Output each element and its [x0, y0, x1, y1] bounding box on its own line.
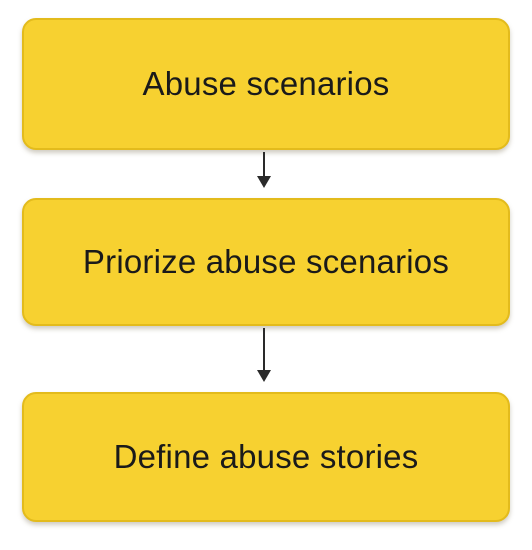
- step-box-abuse-scenarios: Abuse scenarios: [22, 18, 510, 150]
- arrow-line: [263, 328, 265, 372]
- arrow-down-icon: [257, 328, 271, 384]
- step-label: Define abuse stories: [113, 438, 419, 475]
- arrow-head: [257, 176, 271, 188]
- step-box-define-abuse-stories: Define abuse stories: [22, 392, 510, 522]
- arrow-line: [263, 152, 265, 178]
- arrow-down-icon: [257, 152, 271, 190]
- step-label: Priorize abuse scenarios: [82, 243, 450, 280]
- arrow-head: [257, 370, 271, 382]
- step-box-priorize-abuse-scenarios: Priorize abuse scenarios: [22, 198, 510, 326]
- step-label: Abuse scenarios: [142, 65, 390, 102]
